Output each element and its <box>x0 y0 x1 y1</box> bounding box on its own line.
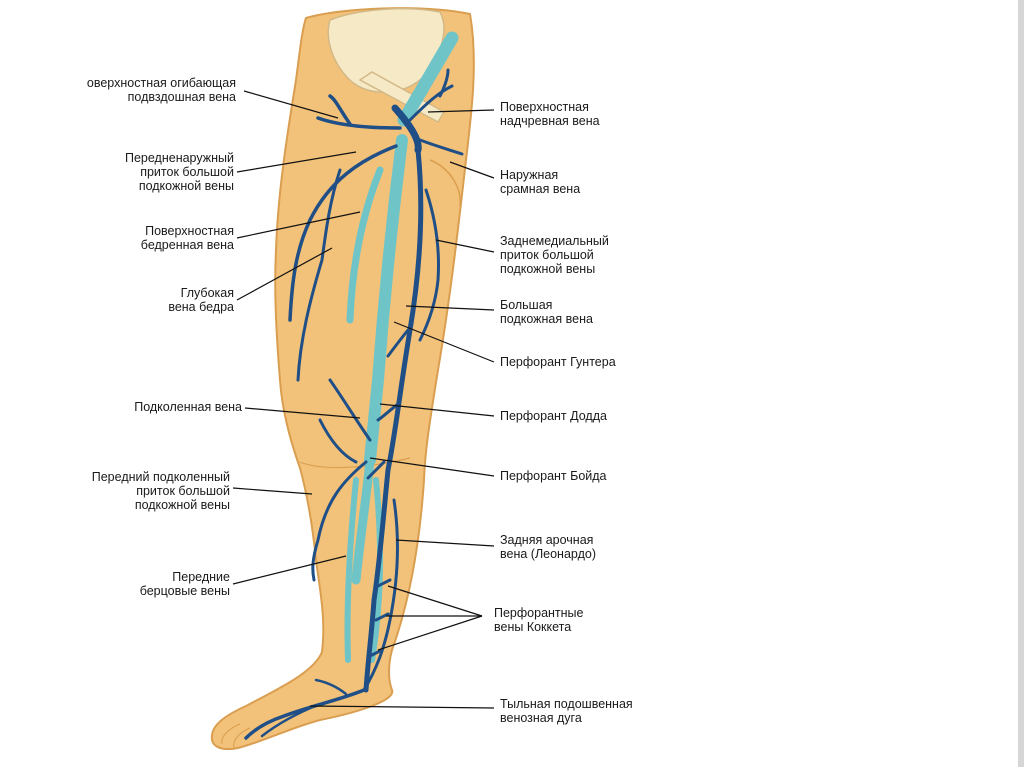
leader-anterior-popliteal <box>233 488 312 494</box>
label-anterior-tibial-veins: Передние берцовые вены <box>36 570 230 598</box>
label-superficial-circumflex-iliac-vein: оверхностная огибающая подвздошная вена <box>36 76 236 104</box>
label-cockett-perforators: Перфорантные вены Коккета <box>494 606 584 634</box>
label-boyd-perforator: Перфорант Бойда <box>500 469 607 483</box>
label-dorsal-venous-arch: Тыльная подошвенная венозная дуга <box>500 697 633 725</box>
right-frame-edge <box>1018 0 1024 767</box>
label-anterolateral-tributary: Передненаружный приток большой подкожной… <box>36 151 234 193</box>
label-superficial-epigastric-vein: Поверхностная надчревная вена <box>500 100 600 128</box>
label-hunter-perforator: Перфорант Гунтера <box>500 355 616 369</box>
label-great-saphenous-vein: Большая подкожная вена <box>500 298 593 326</box>
label-dodd-perforator: Перфорант Додда <box>500 409 607 423</box>
label-popliteal-vein: Подколенная вена <box>36 400 242 414</box>
label-deep-femoral-vein: Глубокая вена бедра <box>36 286 234 314</box>
label-posterior-arch-vein: Задняя арочная вена (Леонардо) <box>500 533 596 561</box>
label-posteromedial-tributary: Заднемедиальный приток большой подкожной… <box>500 234 609 276</box>
label-external-pudendal-vein: Наружная срамная вена <box>500 168 580 196</box>
label-anterior-popliteal-tributary: Передний подколенный приток большой подк… <box>36 470 230 512</box>
label-superficial-femoral-vein: Поверхностная бедренная вена <box>36 224 234 252</box>
